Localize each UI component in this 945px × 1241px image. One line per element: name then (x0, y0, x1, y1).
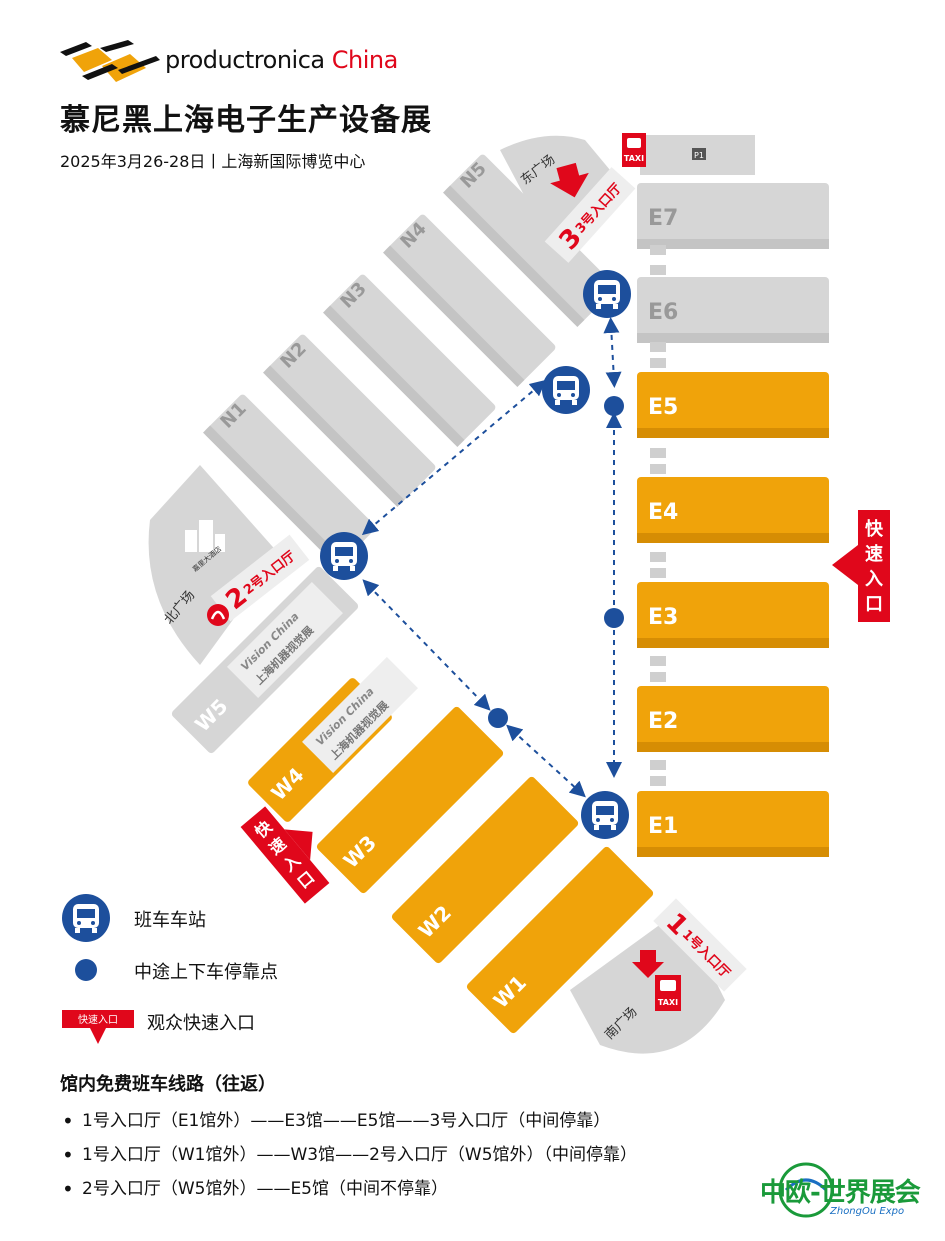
fast-entry-west: 快 速 入 口 (240, 806, 330, 904)
bus-icon (542, 366, 590, 414)
hotel-building-icon (185, 520, 225, 552)
brand-name-part2: China (331, 46, 399, 74)
hall-label: E3 (648, 605, 678, 630)
fast-entry-east: 快 速 入 口 (832, 510, 890, 622)
globe-icon (778, 1162, 834, 1218)
fast-entry-char: 入 (865, 569, 883, 590)
hall-label: E5 (648, 395, 678, 420)
entry-arrow-icon (632, 950, 664, 978)
hall-label: E6 (648, 300, 678, 325)
bus-icon (581, 791, 629, 839)
hall-n5: N5 (443, 154, 616, 327)
expo-logo-cn: 中欧-世界展会 (760, 1178, 921, 1208)
legend-label: 班车车站 (134, 910, 206, 931)
legend-label: 中途上下车停靠点 (134, 962, 278, 983)
routes-title: 馆内免费班车线路（往返） (60, 1074, 276, 1095)
p1-label: P1 (694, 151, 704, 160)
zhongou-expo-logo: 中欧-世界展会 ZhongOu Expo (760, 1160, 935, 1230)
event-date-venue: 2025年3月26-28日丨上海新国际博览中心 (60, 152, 366, 171)
stop-point (488, 708, 508, 728)
productronica-logo (60, 40, 160, 82)
fast-entry-legend-icon: 快速入口 (62, 1010, 134, 1044)
north-plaza (148, 465, 280, 665)
hall-e3: E3 (637, 582, 829, 648)
hall-label: E4 (648, 500, 678, 525)
legend-label: 观众快速入口 (147, 1013, 255, 1034)
legend-stop-point: 中途上下车停靠点 (60, 958, 278, 984)
brand-name-part1: productronica (165, 46, 325, 74)
taxi-icon: TAXI (622, 133, 646, 167)
east-connectors (650, 245, 666, 786)
route-line (506, 724, 586, 798)
hall-e7: E7 (637, 183, 829, 249)
route-item: 2号入口厅（W5馆外）——E5馆（中间不停靠） (60, 1172, 637, 1206)
route-line (362, 579, 491, 711)
hall-e1: E1 (637, 791, 829, 857)
stop-point-legend-icon (75, 959, 97, 981)
stop-point (604, 396, 624, 416)
hall-w3: W3 (316, 706, 504, 894)
hall-w2: W2 (391, 776, 579, 964)
fast-entry-char: 口 (865, 594, 883, 615)
taxi-label: TAXI (624, 154, 644, 163)
hall-e5: E5 (637, 372, 829, 438)
hall-label: E2 (648, 709, 678, 734)
route-line (603, 317, 622, 388)
hall-label: E1 (648, 814, 678, 839)
fast-entry-char: 快 (865, 518, 884, 540)
legend-shuttle-station: 班车车站 (60, 906, 206, 932)
legend-fast-entry: 观众快速入口 (60, 1009, 255, 1035)
hall-e2: E2 (637, 686, 829, 752)
bus-icon (320, 532, 368, 580)
hall-w1: W1 (466, 846, 654, 1034)
hall-label: E7 (648, 206, 678, 231)
expo-logo-en: ZhongOu Expo (830, 1206, 905, 1217)
entry-arrow-icon (550, 162, 589, 198)
route-item: 1号入口厅（E1馆外）——E3馆——E5馆——3号入口厅（中间停靠） (60, 1104, 637, 1138)
fast-entry-char: 速 (865, 543, 883, 565)
route-item: 1号入口厅（W1馆外）——W3馆——2号入口厅（W5馆外）（中间停靠） (60, 1138, 637, 1172)
hall-e4: E4 (637, 477, 829, 543)
taxi-label: TAXI (658, 998, 678, 1007)
taxi-icon: TAXI (655, 975, 681, 1011)
bus-icon (583, 270, 631, 318)
route-line (361, 379, 547, 536)
brand-name: productronica China (165, 46, 398, 74)
fast-entry-tag: 快速入口 (78, 1014, 118, 1026)
hall-e6: E6 (637, 277, 829, 343)
shuttle-routes: 馆内免费班车线路（往返） 1号入口厅（E1馆外）——E3馆——E5馆——3号入口… (60, 1070, 637, 1206)
page-title: 慕尼黑上海电子生产设备展 (60, 103, 432, 138)
stop-point (604, 608, 624, 628)
metro-icon (207, 604, 229, 626)
